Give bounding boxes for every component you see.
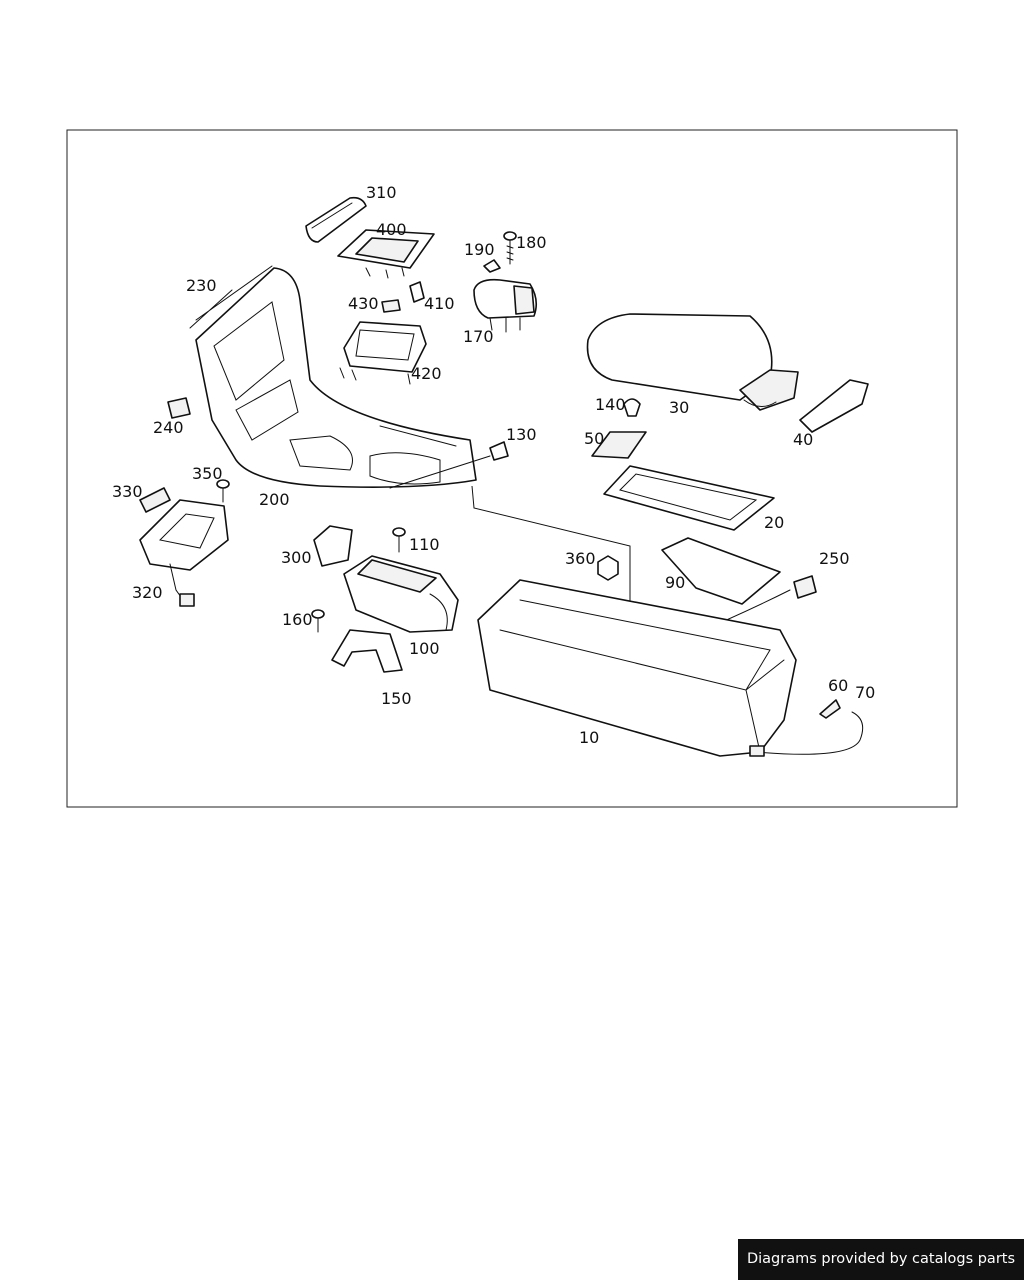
leader-130 — [389, 455, 491, 489]
callout-10: 10 — [579, 728, 599, 747]
part-430-insert — [381, 299, 401, 313]
part-330-connector — [139, 487, 171, 513]
callout-50: 50 — [584, 429, 604, 448]
part-70-cable — [749, 711, 864, 757]
callout-140: 140 — [595, 395, 626, 414]
part-90-mat — [661, 537, 781, 605]
leader-200 — [471, 485, 631, 608]
callout-110: 110 — [409, 535, 440, 554]
part-320-switch-panel — [139, 499, 229, 607]
part-30-armrest-lid — [586, 313, 799, 411]
part-100-storage-box — [343, 555, 459, 633]
part-180-screw — [503, 231, 517, 265]
callout-250: 250 — [819, 549, 850, 568]
part-360-nut — [597, 555, 619, 581]
part-130-clip — [489, 441, 509, 461]
part-40-trim — [799, 379, 869, 433]
part-350-screw — [216, 479, 230, 503]
part-60-holder — [819, 699, 841, 719]
part-190-clip — [483, 259, 501, 273]
part-20-tray — [603, 465, 775, 531]
part-310-cover — [305, 196, 367, 243]
callout-190: 190 — [464, 240, 495, 259]
part-50-cover — [591, 431, 647, 459]
part-170-controller — [473, 278, 538, 333]
callout-400: 400 — [376, 220, 407, 239]
callout-130: 130 — [506, 425, 537, 444]
part-10-console-base — [477, 579, 797, 757]
callout-90: 90 — [665, 573, 685, 592]
callout-20: 20 — [764, 513, 784, 532]
part-250-switch — [793, 575, 817, 599]
callout-150: 150 — [381, 689, 412, 708]
callout-240: 240 — [153, 418, 184, 437]
callout-230: 230 — [186, 276, 217, 295]
callout-320: 320 — [132, 583, 163, 602]
callout-350: 350 — [192, 464, 223, 483]
callout-360: 360 — [565, 549, 596, 568]
part-240-switch — [167, 397, 191, 419]
part-300-latch — [313, 525, 353, 567]
callout-60: 60 — [828, 676, 848, 695]
callout-430: 430 — [348, 294, 379, 313]
callout-100: 100 — [409, 639, 440, 658]
callout-330: 330 — [112, 482, 143, 501]
callout-30: 30 — [669, 398, 689, 417]
callout-40: 40 — [793, 430, 813, 449]
part-110-screw — [392, 527, 406, 553]
credit-banner: Diagrams provided by catalogs parts — [738, 1239, 1024, 1280]
part-230-trim-panel — [189, 265, 477, 488]
callout-170: 170 — [463, 327, 494, 346]
part-410-clip — [409, 281, 425, 303]
part-400-bezel — [337, 229, 435, 279]
callout-310: 310 — [366, 183, 397, 202]
callout-420: 420 — [411, 364, 442, 383]
callout-70: 70 — [855, 683, 875, 702]
callout-160: 160 — [282, 610, 313, 629]
part-420-frame — [339, 321, 427, 385]
callout-180: 180 — [516, 233, 547, 252]
callout-300: 300 — [281, 548, 312, 567]
part-160-screw — [311, 609, 325, 633]
part-140-clip — [623, 398, 641, 417]
callout-200: 200 — [259, 490, 290, 509]
part-150-bracket — [331, 629, 403, 673]
callout-410: 410 — [424, 294, 455, 313]
